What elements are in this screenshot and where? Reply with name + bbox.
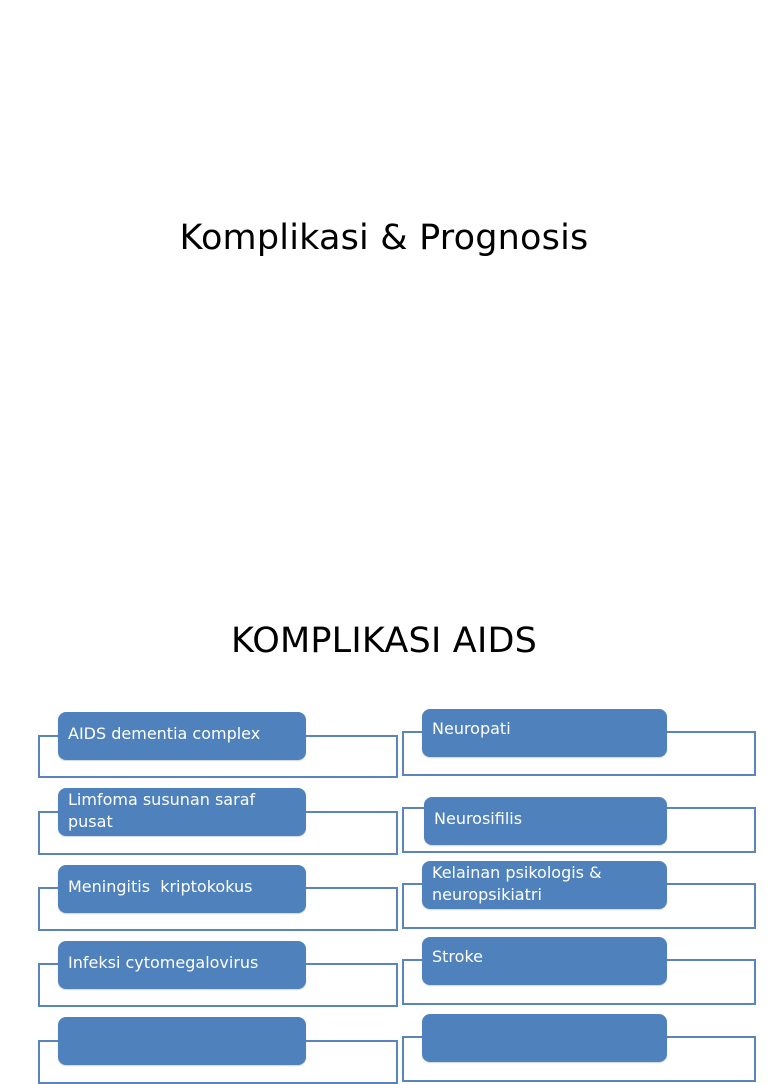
complication-label: Infeksi cytomegalovirus [68, 953, 259, 972]
complication-stroke: Stroke [422, 937, 667, 985]
complication-neurosifilis: Neurosifilis [424, 797, 667, 845]
complication-label: AIDS dementia complex [68, 724, 261, 743]
complication-left-5-cutoff [58, 1017, 306, 1065]
complication-label: Limfoma susunan saraf pusat [68, 790, 256, 831]
complication-kelainan-psikologis-neuropsikiatri: Kelainan psikologis & neuropsikiatri [422, 861, 667, 909]
slide-title: Komplikasi & Prognosis [179, 218, 589, 258]
complication-label: Kelainan psikologis & neuropsikiatri [432, 863, 602, 904]
complication-label: Neurosifilis [434, 809, 523, 828]
complication-neuropati: Neuropati [422, 709, 667, 757]
slide-title-heading: Komplikasi & Prognosis [179, 218, 589, 258]
complication-label: Meningitis kriptokokus [68, 877, 253, 896]
complication-label: Neuropati [432, 719, 511, 738]
complication-meningitis-kriptokokus: Meningitis kriptokokus [58, 865, 306, 913]
complication-label: Stroke [432, 947, 483, 966]
complication-infeksi-cytomegalovirus: Infeksi cytomegalovirus [58, 941, 306, 989]
complication-right-5-cutoff [422, 1014, 667, 1062]
complication-aids-dementia-complex: AIDS dementia complex [58, 712, 306, 760]
diagram-heading: KOMPLIKASI AIDS [230, 621, 538, 661]
complication-limfoma-susunan-saraf-pusat: Limfoma susunan saraf pusat [58, 788, 306, 836]
